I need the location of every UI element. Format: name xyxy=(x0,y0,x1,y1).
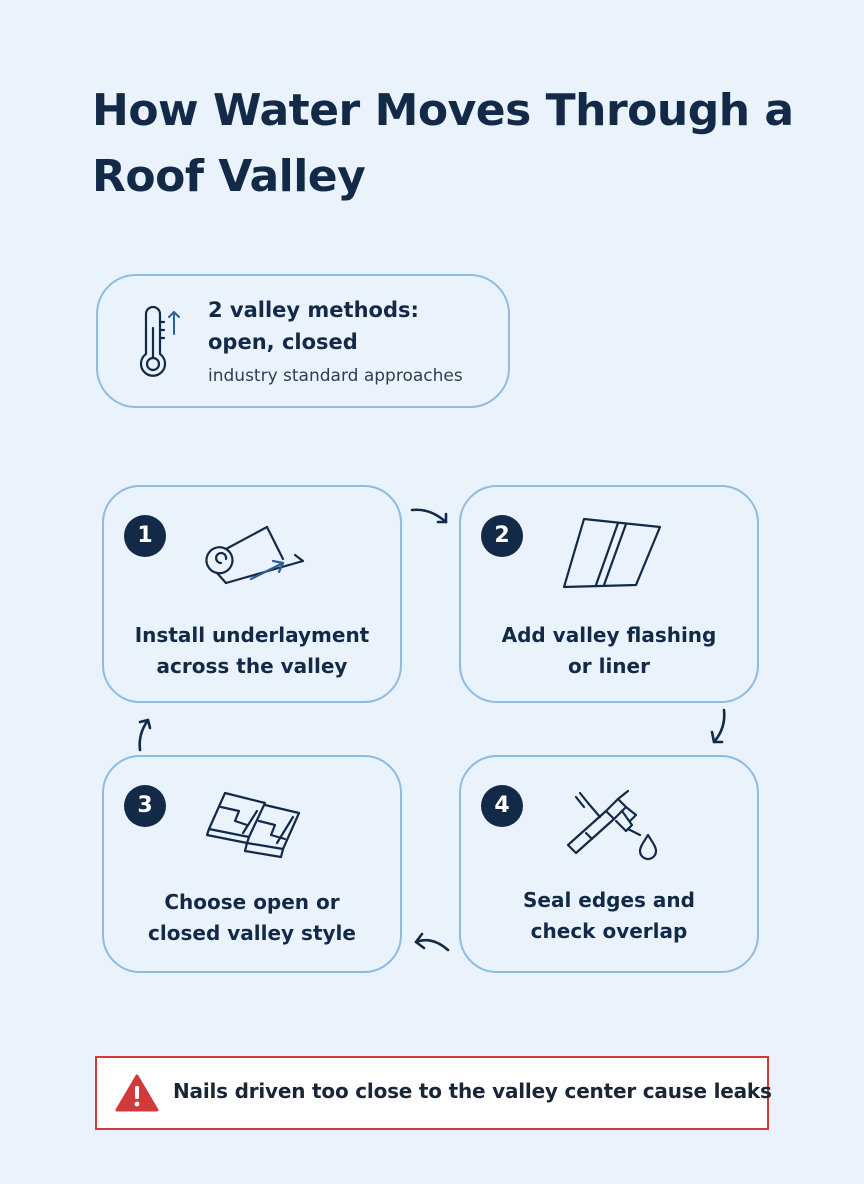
arrow-step2-to-step4-icon xyxy=(710,708,726,744)
step-label: Choose open or closed valley style xyxy=(114,887,390,949)
arrow-step1-to-step2-icon xyxy=(410,508,448,524)
arrow-step3-to-step1-icon xyxy=(138,718,152,752)
step-card-4: 4 Seal edges and check overlap xyxy=(459,755,759,973)
step-label-line: or liner xyxy=(568,654,650,678)
step-label-line: Add valley flashing xyxy=(501,623,717,647)
step-number-badge: 2 xyxy=(481,515,523,557)
valley-methods-card: 2 valley methods: open, closed industry … xyxy=(96,274,510,408)
caulk-gun-icon xyxy=(566,789,658,861)
step-number-badge: 1 xyxy=(124,515,166,557)
page-title: How Water Moves Through a Roof Valley xyxy=(92,85,794,202)
valley-methods-count: 2 valley methods: xyxy=(208,298,419,322)
step-label: Install underlayment across the valley xyxy=(114,620,390,682)
step-label: Seal edges and check overlap xyxy=(471,885,747,947)
underlayment-roll-icon xyxy=(205,525,305,585)
step-label-line: across the valley xyxy=(156,654,348,678)
valley-methods-subtext: industry standard approaches xyxy=(208,366,463,386)
shingles-icon xyxy=(205,791,301,859)
step-label-line: Seal edges and xyxy=(523,888,695,912)
step-label-line: check overlap xyxy=(530,919,688,943)
warning-icon xyxy=(115,1074,159,1112)
thermometer-icon xyxy=(139,305,180,377)
valley-methods-list: open, closed xyxy=(208,330,358,354)
step-card-1: 1 Install underlayment across the valley xyxy=(102,485,402,703)
flashing-sheet-icon xyxy=(562,517,662,589)
arrow-step4-to-step3-icon xyxy=(414,932,450,952)
step-label-line: closed valley style xyxy=(148,921,356,945)
step-card-3: 3 Choose open or closed valley style xyxy=(102,755,402,973)
step-label-line: Install underlayment xyxy=(134,623,370,647)
step-label-line: Choose open or xyxy=(164,890,340,914)
warning-banner: Nails driven too close to the valley cen… xyxy=(95,1056,772,1130)
step-number-badge: 3 xyxy=(124,785,166,827)
warning-text: Nails driven too close to the valley cen… xyxy=(173,1079,772,1103)
step-number-badge: 4 xyxy=(481,785,523,827)
step-label: Add valley flashing or liner xyxy=(471,620,747,682)
step-card-2: 2 Add valley flashing or liner xyxy=(459,485,759,703)
